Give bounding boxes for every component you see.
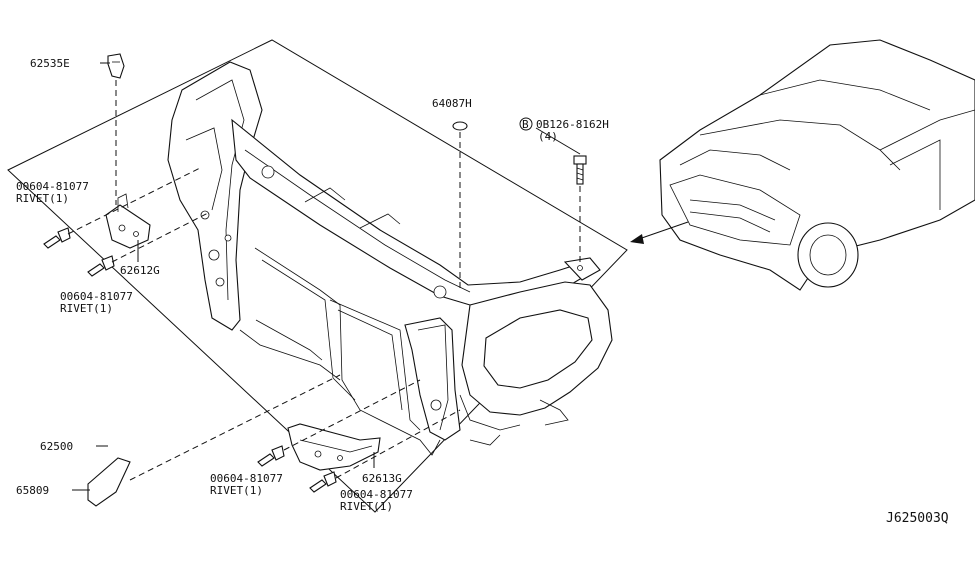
part-number-rivet-3: 00604-81077 (210, 472, 283, 485)
part-number-62613g: 62613G (362, 472, 402, 485)
diagram-code: J625003Q (886, 511, 949, 526)
part-number-62612g: 62612G (120, 264, 160, 277)
bracket-62613g (287, 423, 381, 471)
part-number-rivet-1: 00604-81077 (16, 180, 89, 193)
part-qty-bolt: (4) (538, 130, 558, 143)
plug-64087h (452, 121, 468, 131)
pad-65809 (87, 457, 131, 507)
part-desc-rivet-2: RIVET(1) (60, 302, 113, 315)
bracket-62612g (105, 193, 151, 249)
part-desc-rivet-3: RIVET(1) (210, 484, 263, 497)
rivet-icon (43, 227, 71, 249)
part-number-64087h: 64087H (432, 97, 472, 110)
assembly-boundary (7, 39, 628, 513)
bolt-marker: B (522, 118, 529, 131)
part-desc-rivet-4: RIVET(1) (340, 500, 393, 513)
part-number-rivet-4: 00604-81077 (340, 488, 413, 501)
arrow-icon (630, 221, 689, 244)
bolt-0b126-8162h (573, 155, 587, 185)
rivet-icon (87, 255, 115, 277)
b-marker-circle (519, 117, 533, 131)
rivet-icon (257, 445, 285, 467)
rivet-icon (309, 471, 337, 493)
vehicle-reference (659, 39, 975, 291)
radiator-core-support (167, 61, 613, 456)
part-number-62535e: 62535E (30, 57, 70, 70)
part-number-65809: 65809 (16, 484, 49, 497)
part-desc-rivet-1: RIVET(1) (16, 192, 69, 205)
clip-62535e (107, 53, 125, 79)
part-number-bolt: 0B126-8162H (536, 118, 609, 131)
part-number-62500: 62500 (40, 440, 73, 453)
part-number-rivet-2: 00604-81077 (60, 290, 133, 303)
